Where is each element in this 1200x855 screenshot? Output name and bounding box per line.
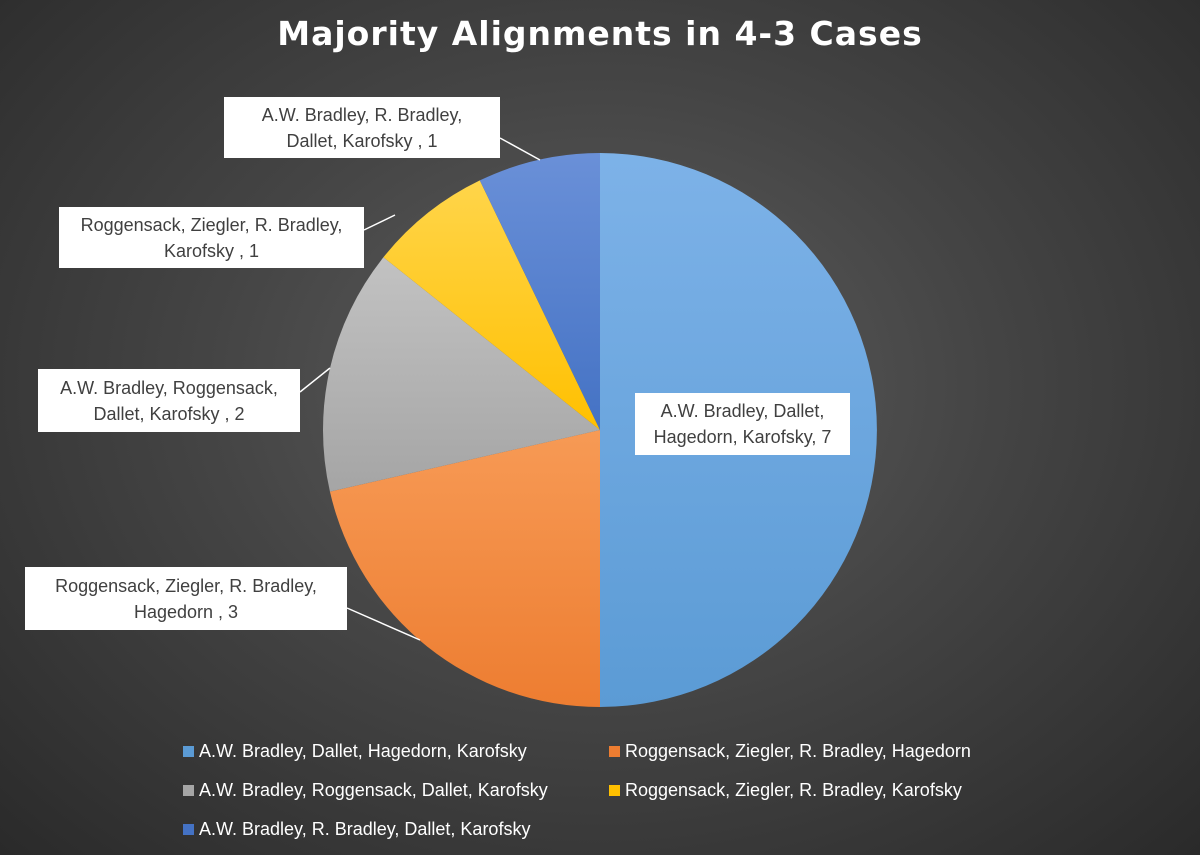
legend-item-3: Roggensack, Ziegler, R. Bradley, Karofsk… (609, 780, 962, 801)
legend-swatch (183, 785, 194, 796)
label-line: Dallet, Karofsky , 1 (286, 130, 438, 151)
label-line: Hagedorn, Karofsky, 7 (653, 427, 832, 447)
pie-slice-4 (479, 153, 600, 430)
label-line: A.W. Bradley, Dallet, (660, 401, 825, 421)
label-line: Karofsky , 1 (163, 240, 260, 261)
label-line: A.W. Bradley, Roggensack, (60, 377, 278, 398)
data-label-3: Roggensack, Ziegler, R. Bradley, Karofsk… (59, 207, 364, 268)
pie-slice-2 (323, 257, 600, 492)
pie-slice-1 (329, 430, 600, 707)
label-line: Roggensack, Ziegler, R. Bradley, (80, 214, 343, 235)
label-line: A.W. Bradley, R. Bradley, (261, 104, 463, 125)
legend-label: A.W. Bradley, Dallet, Hagedorn, Karofsky (199, 741, 527, 761)
leader-line (346, 607, 421, 641)
leader-line (363, 214, 396, 231)
leader-line (299, 367, 331, 393)
legend-label: Roggensack, Ziegler, R. Bradley, Hagedor… (625, 741, 971, 761)
legend-swatch (609, 785, 620, 796)
legend-item-1: Roggensack, Ziegler, R. Bradley, Hagedor… (609, 741, 971, 762)
label-line: Roggensack, Ziegler, R. Bradley, (55, 575, 317, 596)
legend-item-4: A.W. Bradley, R. Bradley, Dallet, Karofs… (183, 819, 530, 840)
legend-label: Roggensack, Ziegler, R. Bradley, Karofsk… (625, 780, 962, 800)
label-line: Hagedorn , 3 (133, 601, 239, 622)
legend-swatch (609, 746, 620, 757)
pie-slice-3 (383, 180, 600, 430)
data-label-0: A.W. Bradley, Dallet, Hagedorn, Karofsky… (635, 393, 850, 455)
leader-line (499, 137, 541, 161)
legend-label: A.W. Bradley, Roggensack, Dallet, Karofs… (199, 780, 548, 800)
data-label-4: A.W. Bradley, R. Bradley, Dallet, Karofs… (224, 97, 500, 158)
data-label-1: Roggensack, Ziegler, R. Bradley, Hagedor… (25, 567, 347, 630)
legend-label: A.W. Bradley, R. Bradley, Dallet, Karofs… (199, 819, 531, 839)
legend-item-0: A.W. Bradley, Dallet, Hagedorn, Karofsky (183, 741, 527, 762)
data-label-2: A.W. Bradley, Roggensack, Dallet, Karofs… (38, 369, 300, 432)
label-line: Dallet, Karofsky , 2 (93, 403, 245, 424)
legend-item-2: A.W. Bradley, Roggensack, Dallet, Karofs… (183, 780, 548, 801)
legend-swatch (183, 824, 194, 835)
legend-swatch (183, 746, 194, 757)
chart-title: Majority Alignments in 4-3 Cases (277, 14, 923, 53)
